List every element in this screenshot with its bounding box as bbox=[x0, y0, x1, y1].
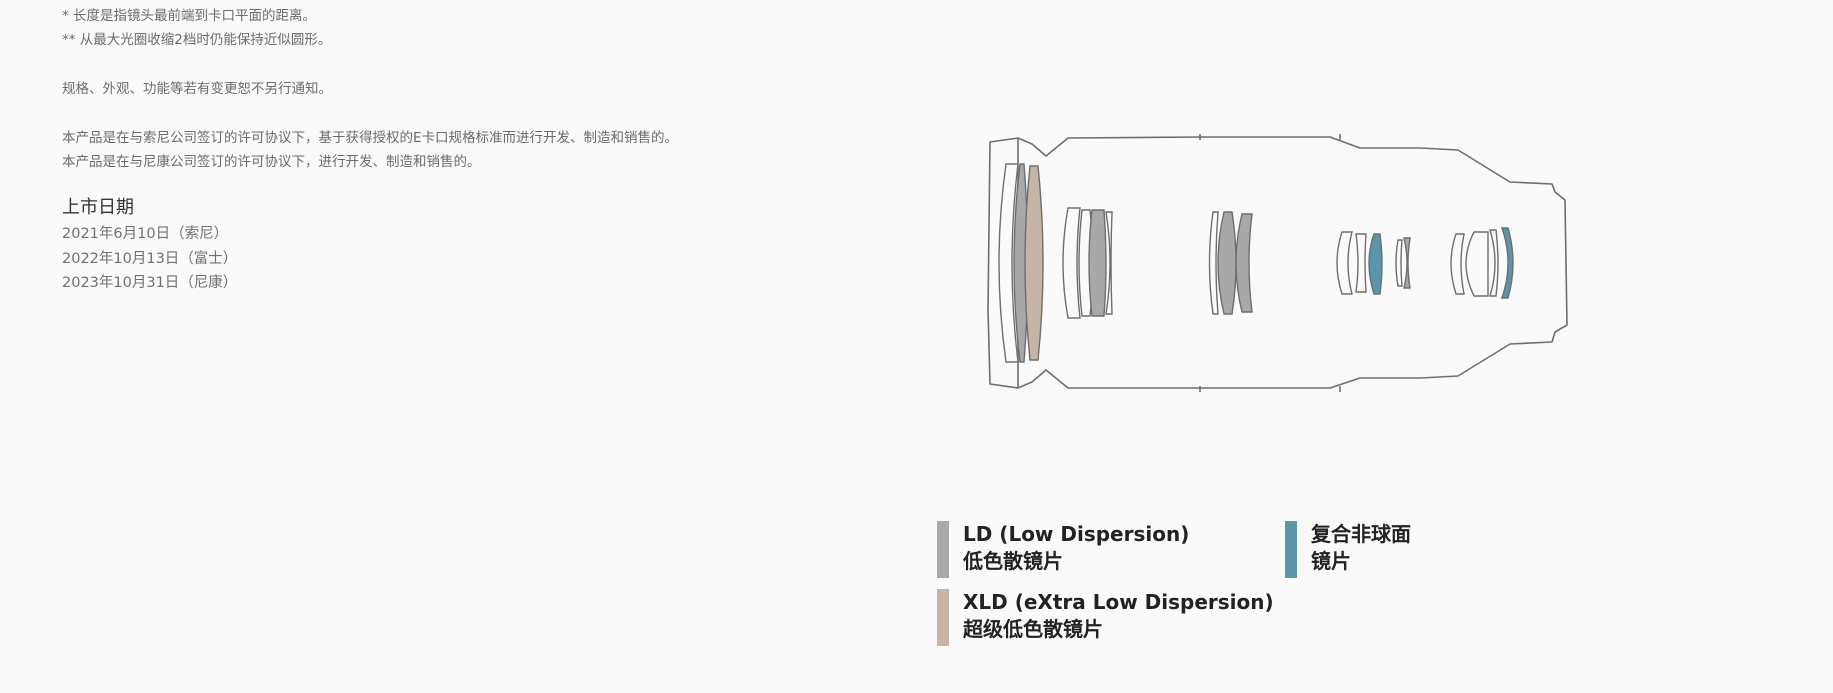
lens-element-xld-front bbox=[1024, 165, 1044, 361]
lens-element-ld-g3-b bbox=[1235, 213, 1253, 313]
lens-element-g4-2 bbox=[1355, 233, 1367, 293]
lens-element-aspherical-g4 bbox=[1368, 233, 1383, 295]
lens-element-g4-4 bbox=[1395, 239, 1403, 287]
lens-element-g5-1 bbox=[1450, 233, 1465, 295]
note-specs-change: 规格、外观、功能等若有变更恕不另行通知。 bbox=[62, 81, 332, 97]
lens-construction-diagram bbox=[987, 134, 1568, 392]
lens-element-g3-1 bbox=[1208, 211, 1219, 315]
notes-section: * 长度是指镜头最前端到卡口平面的距离。 ** 从最大光圈收缩2档时仍能保持近似… bbox=[62, 4, 822, 296]
note-length: * 长度是指镜头最前端到卡口平面的距离。 bbox=[62, 8, 317, 24]
lens-element-aspherical-rear bbox=[1501, 227, 1514, 299]
legend-swatch-aspherical bbox=[1285, 521, 1297, 578]
legend-swatch-ld bbox=[937, 521, 949, 578]
lens-legend: LD (Low Dispersion) 低色散镜片 复合非球面 镜片 XLD (… bbox=[937, 521, 1497, 661]
lens-element-g5-3 bbox=[1489, 229, 1499, 297]
legend-item-ld: LD (Low Dispersion) 低色散镜片 bbox=[937, 521, 1189, 578]
legend-swatch-xld bbox=[937, 589, 949, 646]
lens-element-front-1 bbox=[998, 163, 1019, 363]
legend-xld-name: XLD (eXtra Low Dispersion) bbox=[963, 590, 1274, 614]
legend-aspherical-name: 复合非球面 bbox=[1311, 522, 1411, 546]
legend-ld-desc: 低色散镜片 bbox=[963, 549, 1063, 573]
lens-element-g2-1 bbox=[1062, 207, 1081, 319]
lens-element-g5-2 bbox=[1465, 231, 1489, 297]
lens-barrel-outline bbox=[987, 136, 1568, 389]
note-nikon-license: 本产品是在与尼康公司签订的许可协议下，进行开发、制造和销售的。 bbox=[62, 154, 481, 170]
release-date-sony: 2021年6月10日（索尼） bbox=[62, 226, 229, 242]
legend-item-aspherical: 复合非球面 镜片 bbox=[1285, 521, 1411, 578]
lens-element-g4-1 bbox=[1336, 231, 1353, 295]
legend-ld-name: LD (Low Dispersion) bbox=[963, 522, 1190, 546]
note-aperture: ** 从最大光圈收缩2档时仍能保持近似圆形。 bbox=[62, 32, 332, 48]
lens-element-ld-g4 bbox=[1403, 237, 1411, 289]
legend-item-xld: XLD (eXtra Low Dispersion) 超级低色散镜片 bbox=[937, 589, 1274, 646]
lens-element-ld-g2 bbox=[1088, 209, 1107, 317]
release-date-nikon: 2023年10月31日（尼康） bbox=[62, 275, 238, 291]
release-date-title: 上市日期 bbox=[62, 197, 134, 218]
lens-element-ld-g3-a bbox=[1217, 211, 1237, 315]
release-date-fuji: 2022年10月13日（富士） bbox=[62, 250, 238, 267]
legend-aspherical-desc: 镜片 bbox=[1311, 549, 1351, 573]
note-sony-license: 本产品是在与索尼公司签订的许可协议下，基于获得授权的E卡口规格标准而进行开发、制… bbox=[62, 130, 679, 146]
legend-xld-desc: 超级低色散镜片 bbox=[963, 617, 1103, 641]
lens-element-g2-4 bbox=[1105, 211, 1113, 315]
